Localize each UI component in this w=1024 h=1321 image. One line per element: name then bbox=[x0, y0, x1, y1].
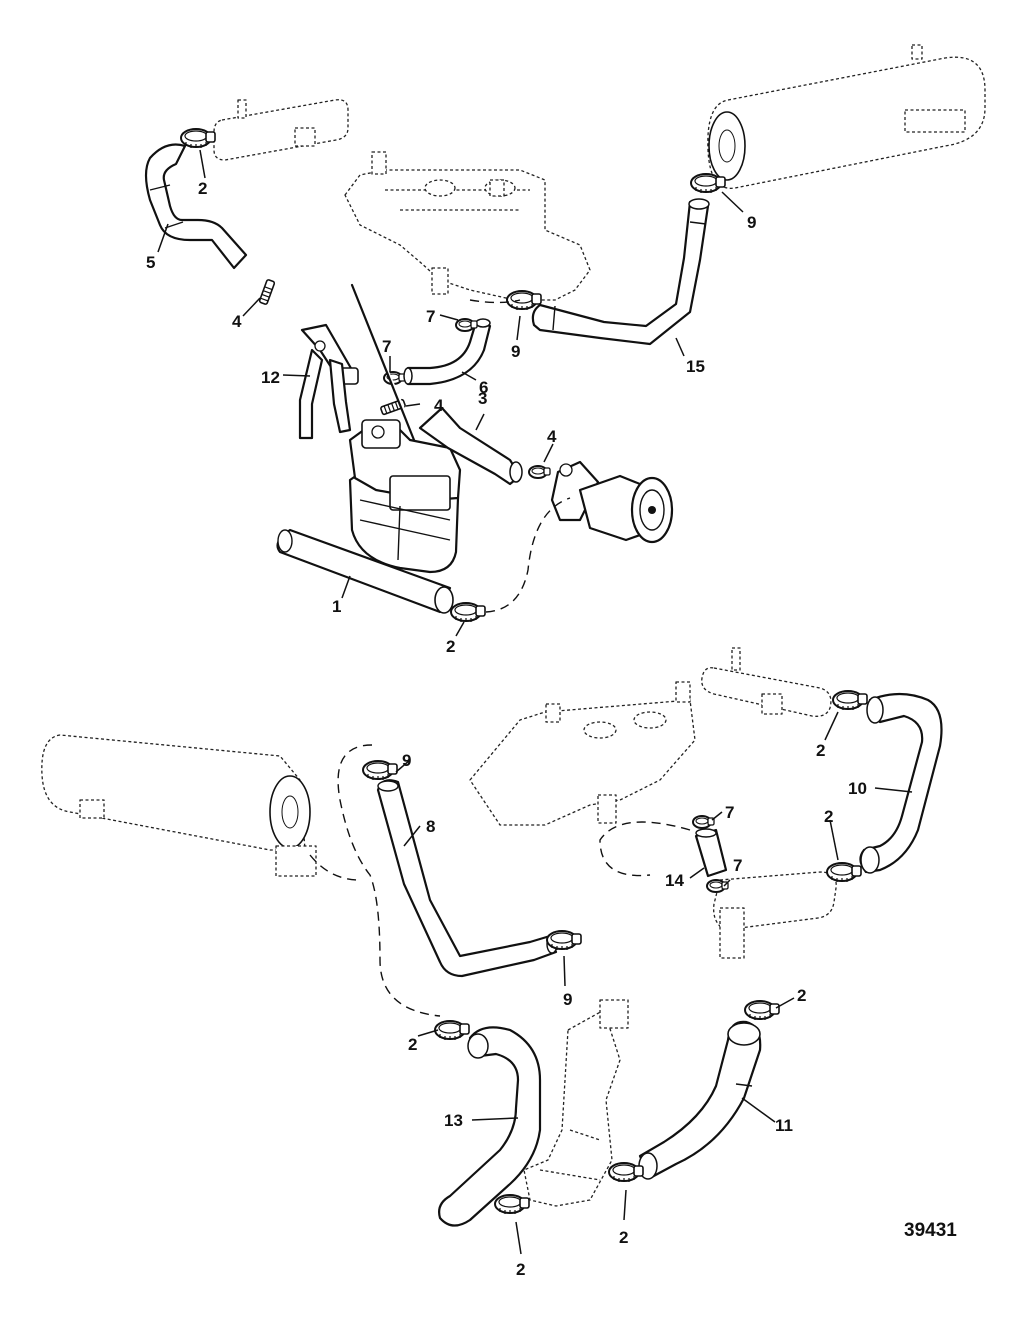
heat-exchanger-small-top bbox=[213, 99, 349, 161]
hose-clamp-13-upper bbox=[434, 1020, 470, 1041]
callout-7-upper: 7 bbox=[426, 307, 435, 326]
callout-15: 15 bbox=[686, 357, 705, 376]
callout-2-hose-13-upper: 2 bbox=[408, 1035, 417, 1054]
callout-2-hose-11-upper: 2 bbox=[797, 986, 806, 1005]
callout-4-pump: 4 bbox=[547, 427, 557, 446]
callout-1: 1 bbox=[332, 597, 341, 616]
hose-13 bbox=[438, 1026, 542, 1227]
callout-10: 10 bbox=[848, 779, 867, 798]
callout-2-top-left: 2 bbox=[198, 179, 207, 198]
hose-clamp-top-left bbox=[180, 128, 216, 149]
hose-clamp-11-lower bbox=[608, 1162, 644, 1183]
hose-clamp-1 bbox=[450, 602, 486, 623]
y-fitting-12 bbox=[298, 323, 359, 440]
exhaust-manifold-bottom bbox=[469, 681, 696, 826]
hose-clamp-10-lower bbox=[826, 862, 862, 883]
hose-clamp-8-lower bbox=[546, 930, 582, 951]
callout-2-hose-13-lower: 2 bbox=[516, 1260, 525, 1279]
heat-exchanger-large-bottom bbox=[41, 734, 317, 877]
heat-exchanger-small-bottom-lower bbox=[713, 871, 837, 959]
callout-6: 6 bbox=[479, 378, 488, 397]
heat-exchanger-small-bottom-upper bbox=[701, 647, 832, 717]
hose-14 bbox=[694, 828, 728, 878]
hose-10 bbox=[859, 692, 943, 874]
hose-1 bbox=[276, 528, 454, 614]
callout-7-mid: 7 bbox=[382, 337, 391, 356]
callout-7-hose-14-upper: 7 bbox=[725, 803, 734, 822]
callout-9-hose-8-lower: 9 bbox=[563, 990, 572, 1009]
small-clamp-7c bbox=[692, 815, 715, 829]
callout-labels: 2 5 4 12 7 7 6 4 3 4 9 9 15 1 2 2 10 2 9… bbox=[146, 179, 957, 1279]
hose-11 bbox=[638, 1020, 762, 1180]
callout-2-hose-10-lower: 2 bbox=[824, 807, 833, 826]
hose-clamp-15-upper bbox=[690, 173, 726, 194]
callout-9-manifold: 9 bbox=[511, 342, 520, 361]
callout-3: 3 bbox=[478, 389, 487, 408]
figure-number: 39431 bbox=[904, 1220, 957, 1241]
hose-clamp-13-lower bbox=[494, 1194, 530, 1215]
sea-water-pump bbox=[550, 460, 674, 544]
hose-clamp-10-upper bbox=[832, 690, 868, 711]
callout-7-hose-14-lower: 7 bbox=[733, 856, 742, 875]
callout-9-hose-8-upper: 9 bbox=[402, 751, 411, 770]
callout-4-mid: 4 bbox=[434, 396, 444, 415]
hose-6 bbox=[403, 318, 492, 386]
leader-lines bbox=[157, 149, 913, 1255]
heat-exchanger-large-top bbox=[707, 44, 986, 189]
hose-clamp-8-upper bbox=[362, 760, 398, 781]
callout-4-upper: 4 bbox=[232, 312, 242, 331]
callout-9-exchanger: 9 bbox=[747, 213, 756, 232]
hose-clamp-11-upper bbox=[744, 1000, 780, 1021]
callout-12: 12 bbox=[261, 368, 280, 387]
callout-11: 11 bbox=[775, 1116, 793, 1135]
callout-5: 5 bbox=[146, 253, 155, 272]
hose-5 bbox=[144, 143, 248, 270]
hose-15 bbox=[531, 198, 710, 346]
callout-13: 13 bbox=[444, 1111, 463, 1130]
callout-8: 8 bbox=[426, 817, 435, 836]
callout-2-hose-10-upper: 2 bbox=[816, 741, 825, 760]
cool-fuel-module bbox=[348, 283, 462, 574]
thermostat-housing bbox=[523, 999, 629, 1207]
hose-3 bbox=[418, 406, 523, 486]
small-clamp-4 bbox=[528, 465, 551, 479]
callout-2-hose-11-lower: 2 bbox=[619, 1228, 628, 1247]
callout-14: 14 bbox=[665, 871, 684, 890]
fitting-4-upper bbox=[258, 278, 276, 306]
exhaust-manifold-top bbox=[344, 151, 591, 301]
callout-2-hose-1: 2 bbox=[446, 637, 455, 656]
